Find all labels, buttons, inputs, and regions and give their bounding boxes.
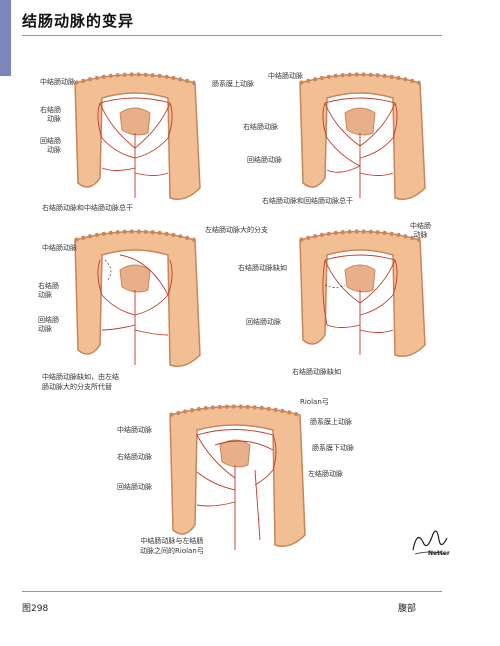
label-right-colic-absent: 右结肠动脉缺如 xyxy=(238,264,287,272)
figure-1-caption: 右结肠动脉和中结肠动脉总干 xyxy=(42,204,133,212)
page-title: 结肠动脉的变异 xyxy=(22,12,135,30)
label-ileocolic-1: 回结肠 动脉 xyxy=(40,137,61,154)
label-right-colic-2: 右结肠动脉 xyxy=(243,123,278,131)
label-middle-colic-4: 中结肠 动脉 xyxy=(410,222,431,239)
label-sma-5: 肠系膜上动脉 xyxy=(310,418,352,426)
publisher-mark: Netter xyxy=(428,550,450,557)
figure-5-illustration xyxy=(155,390,315,560)
label-middle-colic-2: 中结肠动脉 xyxy=(268,72,303,80)
label-ima: 肠系膜下动脉 xyxy=(312,444,354,452)
figure-3-caption: 中结肠动脉缺如，由左结 肠动脉大的分支所代替 xyxy=(42,373,119,391)
figure-2-caption: 右结肠动脉和回结肠动脉总干 xyxy=(262,197,353,205)
footer-divider xyxy=(22,591,442,592)
label-riolan-arc: Riolan弓 xyxy=(300,398,329,406)
figure-5-caption: 中结肠动脉与左结肠 动脉之间的Riolan弓 xyxy=(140,537,204,555)
label-left-colic: 左结肠动脉 xyxy=(308,470,343,478)
label-middle-colic-1: 中结肠动脉 xyxy=(40,78,75,86)
label-middle-colic-5: 中结肠动脉 xyxy=(117,426,152,434)
label-ileocolic-4: 回结肠动脉 xyxy=(246,318,281,326)
figure-number: 图298 xyxy=(22,604,49,614)
label-ileocolic-5: 回结肠动脉 xyxy=(117,483,152,491)
figure-3-illustration xyxy=(60,215,210,375)
label-middle-colic-3: 中结肠动脉 xyxy=(42,244,77,252)
label-sma-1: 肠系膜上动脉 xyxy=(212,80,254,88)
label-ileocolic-3: 回结肠 动脉 xyxy=(38,316,59,333)
label-right-colic-1: 右结肠 动脉 xyxy=(40,106,61,123)
figure-2-illustration xyxy=(285,58,435,208)
label-left-colic-branch: 左结肠动脉大的分支 xyxy=(205,226,268,234)
label-right-colic-3: 右结肠 动脉 xyxy=(38,282,59,299)
label-right-colic-5: 右结肠动脉 xyxy=(117,453,152,461)
title-divider xyxy=(22,35,442,36)
section-name: 腹部 xyxy=(398,604,417,614)
label-ileocolic-2: 回结肠动脉 xyxy=(247,156,282,164)
figure-4-illustration xyxy=(285,215,435,365)
figure-1-illustration xyxy=(60,58,210,208)
figure-4-caption: 右结肠动脉缺如 xyxy=(292,368,341,376)
artist-signature xyxy=(412,530,448,555)
section-tab xyxy=(0,0,11,76)
